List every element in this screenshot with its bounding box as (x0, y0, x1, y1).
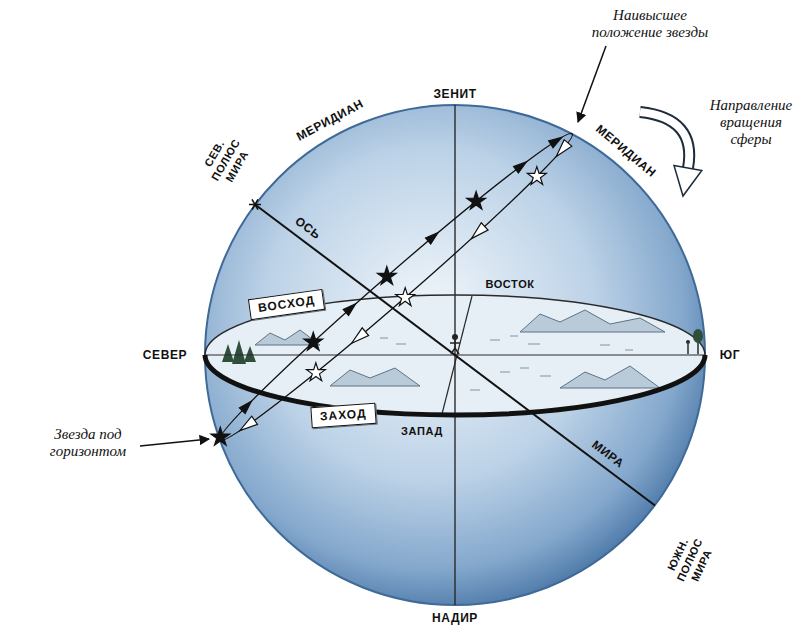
motion-arrow (348, 328, 368, 347)
banner-label: ЗАХОД (319, 406, 367, 424)
tree (222, 344, 234, 362)
motion-arrow (552, 140, 571, 160)
pole-label: ЮЖН. ПОЛЮС МИРА (662, 530, 718, 590)
pole-label: СЕВ. ПОЛЮС МИРА (197, 129, 255, 190)
water-ripples (380, 336, 633, 390)
axis-label: МИРА (589, 437, 627, 470)
callout-note: Наивысшее положение звезды (590, 7, 710, 41)
tree (244, 346, 256, 362)
star-white (527, 167, 546, 185)
direction-label: ЮГ (720, 348, 740, 362)
star-daily-path (211, 123, 582, 450)
person (686, 340, 690, 344)
direction-label: СЕВЕР (143, 348, 187, 362)
rotation-arrow (640, 112, 702, 196)
star-black (304, 332, 323, 350)
leader-line (578, 46, 606, 122)
observer-head (452, 334, 458, 340)
motion-arrow (514, 159, 529, 173)
star-black (467, 191, 486, 209)
star-black (377, 267, 396, 285)
east-west-line (442, 296, 472, 414)
star-white (396, 288, 415, 306)
observer-body (450, 340, 460, 354)
celestial-sphere (205, 105, 705, 605)
world-axis (255, 205, 655, 506)
banner-box: ВОСХОД (248, 288, 326, 319)
point-label: НАДИР (432, 611, 478, 625)
person (687, 344, 689, 354)
motion-arrow (468, 223, 488, 243)
landscape (222, 310, 703, 390)
motion-arrow (343, 301, 358, 316)
direction-label: ВОСТОК (485, 277, 534, 291)
callout-note: Звезда под горизонтом (41, 426, 136, 460)
rotation-arrow-head (674, 166, 702, 197)
rotation-note: Направление вращения сферы (706, 97, 796, 148)
tree (232, 340, 246, 364)
stars (211, 134, 572, 445)
banner-label: ВОСХОД (258, 293, 317, 316)
meridian-label: МЕРИДИАН (294, 96, 366, 143)
banner-box: ЗАХОД (310, 402, 376, 427)
mountains (560, 366, 660, 388)
meridian-label: МЕРИДИАН (593, 122, 659, 180)
mountains (330, 368, 420, 386)
axis-label: ОСЬ (292, 214, 323, 242)
observer (450, 334, 460, 354)
pole-mark (249, 199, 261, 209)
point-label: ЗЕНИТ (433, 87, 476, 101)
direction-label: ЗАПАД (401, 424, 443, 438)
tree (693, 329, 703, 343)
motion-arrow (237, 416, 257, 435)
motion-arrow (426, 230, 441, 244)
mountains (520, 310, 665, 332)
star-black (211, 427, 230, 445)
horizon-front-edge (205, 355, 705, 415)
motion-arrow (239, 399, 254, 414)
leader-line (140, 439, 209, 446)
star-white (306, 363, 325, 381)
